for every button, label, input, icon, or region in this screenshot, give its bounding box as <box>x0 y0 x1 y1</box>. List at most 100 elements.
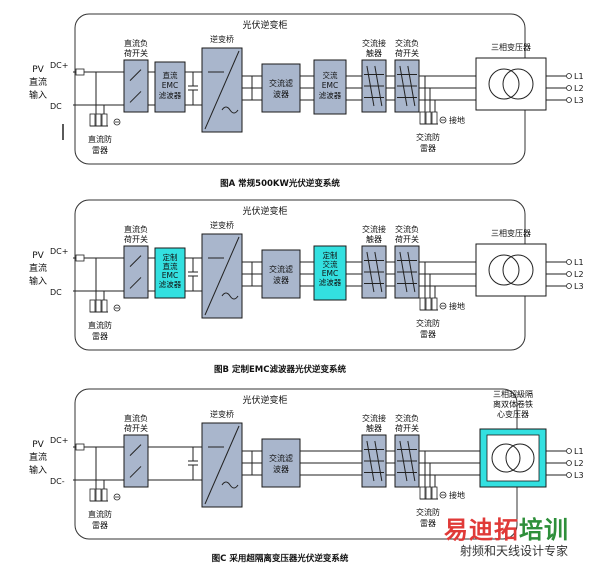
transformer-label: 三相超級隔 <box>493 389 533 399</box>
transformer-winding-primary <box>491 443 521 473</box>
ac-spd-cell <box>425 111 432 125</box>
dc-spd-cell <box>95 113 102 127</box>
dc-spd-cell <box>101 488 108 502</box>
cabinet-label: 光伏逆变柜 <box>242 205 287 217</box>
ac-switch-label: 荷开关 <box>395 48 419 58</box>
diagram-caption: 图C 采用超隔离变压器光伏逆变系统 <box>212 553 349 563</box>
dc-load-switch-blade <box>129 466 142 478</box>
three-phase-transformer <box>475 243 547 297</box>
ac-filter-label: 波器 <box>273 275 289 285</box>
three-phase-transformer <box>475 57 547 111</box>
output-terminal-l3 <box>566 97 572 103</box>
output-label-l1: L1 <box>574 447 584 456</box>
ac-filter-label: 交流滤 <box>269 264 293 274</box>
dc-load-switch <box>123 434 149 488</box>
output-label-l3: L3 <box>574 282 584 291</box>
dc-fuse <box>75 254 85 262</box>
ac-filter <box>261 63 301 113</box>
dc-load-switch <box>123 245 149 299</box>
cabinet-label: 光伏逆变柜 <box>242 394 287 406</box>
pv-input-label: 直流 <box>29 262 47 274</box>
dc-load-switch-blade <box>129 255 142 267</box>
output-label-l3: L3 <box>574 471 584 480</box>
ac-contactor-label: 触器 <box>366 48 382 58</box>
ac-spd-cell <box>425 486 432 500</box>
dc-emc-filter <box>154 247 186 299</box>
pv-input-label: 输入 <box>29 89 47 101</box>
ac-filter-label: 波器 <box>273 89 289 99</box>
transformer-winding-secondary <box>502 254 534 286</box>
dc-load-switch-blade <box>129 444 142 456</box>
output-terminal-l1 <box>566 73 572 79</box>
ac-emc-filter-label: 交流 <box>323 259 338 269</box>
dc-emc-filter-label: 滤波器 <box>159 90 182 100</box>
dc-spd-cell <box>95 488 102 502</box>
ac-emc-filter <box>313 245 347 301</box>
dc-emc-filter-label: 直流 <box>163 261 178 271</box>
dc-emc-filter-label: EMC <box>162 81 178 90</box>
transformer-core <box>486 434 540 482</box>
dc-minus-label: DC <box>50 288 62 297</box>
dc-spd-cell <box>95 299 102 313</box>
transformer-label: 心变压器 <box>497 409 529 419</box>
inverter-ac-symbol <box>221 292 239 300</box>
diagram-caption: 图B 定制EMC滤波器光伏逆变系统 <box>214 364 346 375</box>
dc-switch-label: 直流负 <box>124 38 148 48</box>
ac-emc-filter-label: 交流 <box>323 70 338 80</box>
ac-emc-filter-label: EMC <box>322 269 338 278</box>
inverter-diagonal <box>204 236 240 316</box>
transformer-winding-primary <box>488 254 520 286</box>
dc-spd-label: 直流防 <box>88 320 112 330</box>
pv-input-label: PV <box>32 65 44 75</box>
diagram-a: 光伏逆变柜PV直流输入DC+DC直流防雷器直流负荷开关直流EMC滤波器逆变桥交流… <box>29 13 584 189</box>
transformer-winding-secondary <box>505 443 535 473</box>
ac-spd-label: 雷器 <box>420 519 436 528</box>
ac-switch-label: 交流负 <box>395 224 419 234</box>
ac-contactor-label: 触器 <box>366 423 382 433</box>
ac-spd-cell <box>419 297 426 311</box>
dc-minus-label: DC <box>50 102 62 111</box>
ac-spd-label: 交流防 <box>416 132 440 142</box>
ac-emc-filter-label: 定制 <box>323 250 338 260</box>
dc-plus-label: DC+ <box>50 247 68 256</box>
dc-emc-filter-label: 直流 <box>163 70 178 80</box>
ground-label: 接地 <box>449 301 465 311</box>
ac-filter <box>261 249 301 299</box>
output-terminal-l3 <box>566 283 572 289</box>
dc-spd-cell <box>89 488 96 502</box>
ground-label: 接地 <box>449 115 465 125</box>
ac-filter-label: 交流滤 <box>269 78 293 88</box>
ac-spd-cell <box>425 297 432 311</box>
ac-switch-label: 荷开关 <box>395 234 419 244</box>
transformer-label: 离双体卷铁 <box>493 399 533 409</box>
dc-fuse <box>75 443 85 451</box>
transformer-label: 三相变压器 <box>491 42 531 52</box>
dc-plus-label: DC+ <box>50 61 68 70</box>
dc-spd-cell <box>89 113 96 127</box>
ac-filter-label: 波器 <box>273 464 289 474</box>
ac-filter <box>261 438 301 488</box>
output-label-l2: L2 <box>574 84 584 93</box>
dc-switch-label: 直流负 <box>124 224 148 234</box>
dc-spd-label: 雷器 <box>92 332 108 341</box>
output-terminal-l2 <box>566 85 572 91</box>
transformer-winding-primary <box>488 68 520 100</box>
ac-emc-filter-label: EMC <box>322 81 338 90</box>
ac-contactor-label: 交流接 <box>362 413 386 423</box>
ac-filter-label: 交流滤 <box>269 453 293 463</box>
output-label-l3: L3 <box>574 96 584 105</box>
ground-label: 接地 <box>449 490 465 500</box>
dc-spd-label: 直流防 <box>88 134 112 144</box>
ac-switch-label: 交流负 <box>395 38 419 48</box>
output-terminal-l1 <box>566 448 572 454</box>
output-label-l1: L1 <box>574 258 584 267</box>
dc-switch-label: 荷开关 <box>124 48 148 58</box>
transformer-label: 三相变压器 <box>491 228 531 238</box>
diagram-b: 光伏逆变柜PV直流输入DC+DC直流防雷器直流负荷开关定制直流EMC滤波器逆变桥… <box>29 199 584 375</box>
output-label-l2: L2 <box>574 270 584 279</box>
output-terminal-l1 <box>566 259 572 265</box>
output-label-l1: L1 <box>574 72 584 81</box>
ac-spd-cell <box>419 111 426 125</box>
dc-spd-label: 雷器 <box>92 146 108 155</box>
output-terminal-l3 <box>566 472 572 478</box>
